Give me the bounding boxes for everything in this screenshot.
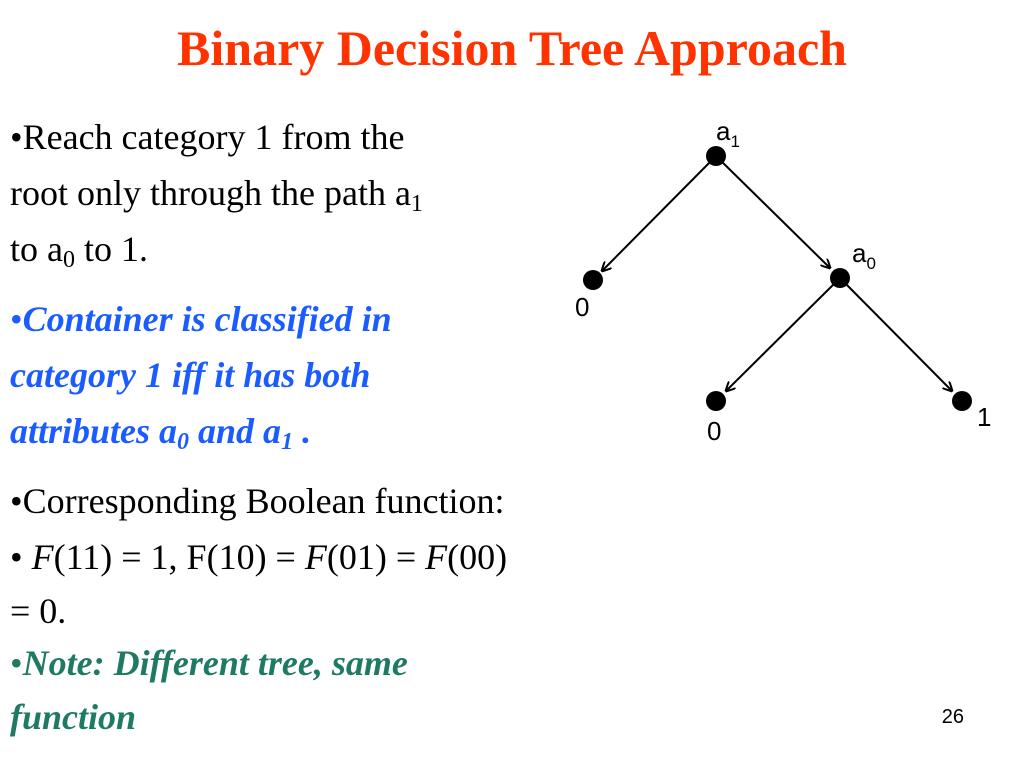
function-f-2: F — [304, 537, 327, 577]
leaf-node-left — [583, 270, 603, 290]
page-number: 26 — [941, 706, 964, 728]
root-label: a1 — [716, 116, 740, 151]
bullet-2-line-2: category 1 iff it has both — [10, 355, 371, 395]
internal-label: a0 — [852, 238, 876, 273]
bullet-2-line-3b: and a — [189, 411, 282, 451]
edge-root-to-leaf-left — [602, 155, 717, 271]
bullet-3-line-3: = 0. — [10, 591, 67, 631]
bullet-2-line-3a: attributes a — [10, 411, 178, 451]
bullet-2-line-1: •Container is classified in — [10, 292, 392, 346]
bullet-3-line-2b: (01) = — [326, 537, 426, 577]
bullet-2-marker: • — [10, 299, 23, 339]
bullet-4-line-1: •Note: Different tree, same — [10, 636, 408, 690]
bullet-3-line-1: •Corresponding Boolean function: — [10, 481, 505, 521]
leaf-right-label: 1 — [977, 402, 991, 432]
leaf-mid-label: 0 — [707, 416, 721, 446]
bullet-3-line-2: • F(11) = 1, F(10) = F(01) = F(00) — [10, 530, 507, 584]
bullet-1-line-1: •Reach category 1 from the — [10, 117, 405, 157]
bullet-4-line-1-text: Note: Different tree, same — [22, 643, 408, 683]
bullet-1-line-3a: to a — [10, 229, 63, 269]
function-f-3: F — [425, 537, 448, 577]
edge-internal-to-leaf-right — [839, 277, 952, 391]
internal-node — [830, 268, 850, 288]
edge-internal-to-leaf-mid — [726, 277, 841, 391]
bullet-1-line-3b: to 1. — [74, 229, 148, 269]
bullet-4-line-2: function — [10, 697, 137, 737]
page-title: Binary Decision Tree Approach — [177, 20, 847, 76]
bullet-1-line-3: to a0 to 1. — [10, 222, 148, 276]
subscript-1: 1 — [410, 191, 423, 217]
root-node — [706, 146, 726, 166]
bullet-2-line-1-text: Container is classified in — [22, 299, 392, 339]
edge-root-to-internal — [715, 155, 830, 268]
bullet-3-marker: • — [10, 537, 32, 577]
bullet-2-line-3: attributes a0 and a1 . — [10, 404, 311, 458]
bullet-4-marker: • — [10, 643, 23, 683]
bullet-2-line-3c: . — [293, 411, 312, 451]
subscript-0: 0 — [177, 429, 190, 455]
subscript-1: 1 — [281, 429, 294, 455]
bullet-3-line-2c: (00) — [447, 537, 508, 577]
leaf-left-label: 0 — [575, 292, 589, 322]
bullet-1-line-2-text: root only through the path a — [10, 173, 411, 213]
function-f-1: F — [31, 537, 54, 577]
subscript-0: 0 — [62, 247, 75, 273]
leaf-node-right — [952, 391, 972, 411]
leaf-node-mid — [706, 391, 726, 411]
bullet-1-line-2: root only through the path a1 — [10, 166, 423, 220]
bullet-3-line-2a: (11) = 1, F(10) = — [53, 537, 305, 577]
